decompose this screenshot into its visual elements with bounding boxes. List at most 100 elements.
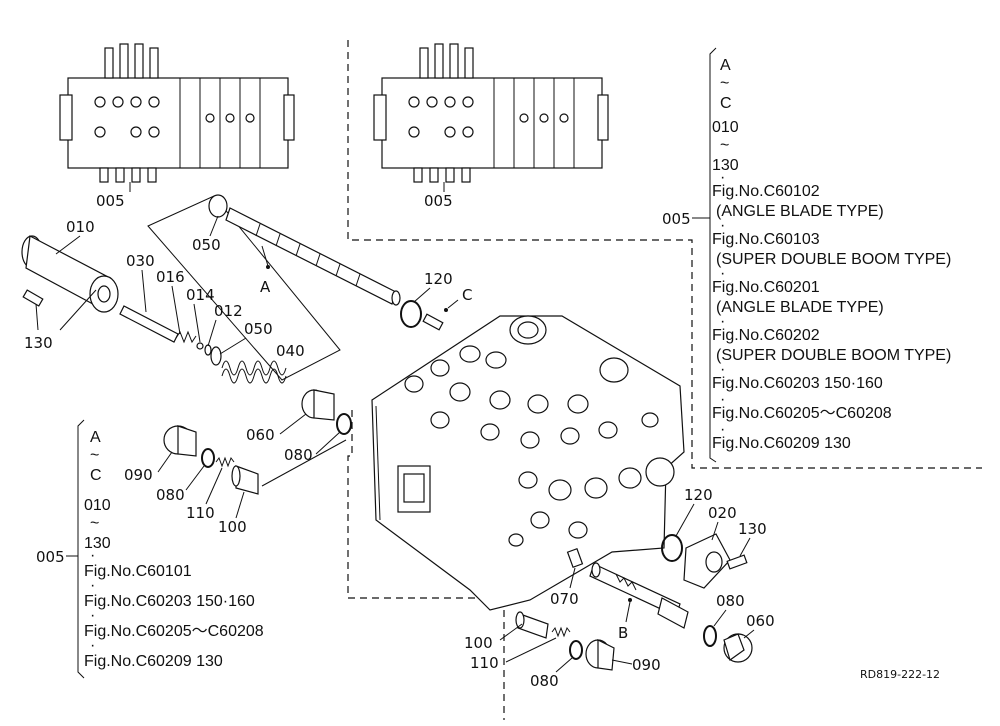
svg-text:Fig.No.C60205～C60208: Fig.No.C60205～C60208: [84, 623, 264, 640]
ball-014: [196, 342, 204, 350]
svg-text:(SUPER DOUBLE BOOM TYPE): (SUPER DOUBLE BOOM TYPE): [716, 251, 951, 268]
callout-040: 040: [276, 342, 305, 360]
svg-text:130: 130: [84, 535, 111, 552]
callout-070: 070: [550, 590, 579, 608]
svg-text:~: ~: [90, 515, 99, 532]
svg-text:·: ·: [90, 637, 95, 654]
o-ring-120-right: [661, 534, 683, 562]
callout-100-left: 100: [218, 518, 247, 536]
svg-text:·: ·: [720, 169, 725, 186]
callout-060-right: 060: [746, 612, 775, 630]
svg-text:·: ·: [90, 607, 95, 624]
callout-080-bottom: 080: [530, 672, 559, 690]
callout-005-right: 005: [424, 192, 453, 210]
plug-060-left: [301, 389, 335, 421]
callout-110-right: 110: [470, 654, 499, 672]
marker-c: C: [462, 286, 472, 304]
svg-text:Fig.No.C60101: Fig.No.C60101: [84, 563, 192, 580]
svg-text:·: ·: [90, 577, 95, 594]
spool-assembly-b: [589, 562, 689, 629]
svg-text:~: ~: [720, 137, 729, 154]
callout-050-bottom: 050: [244, 320, 273, 338]
spring-016: [175, 330, 197, 344]
washer-012: [204, 344, 212, 356]
svg-text:Fig.No.C60203 150·160: Fig.No.C60203 150·160: [712, 375, 883, 392]
callout-080-left: 080: [284, 446, 313, 464]
left-block-lines: A ~ C 010 ~ 130 · Fig.No.C60101 · Fig.No…: [84, 429, 264, 670]
o-ring-080-mid: [201, 448, 215, 468]
spring-040: [221, 360, 287, 384]
spring-110-right: [551, 626, 571, 638]
callout-005-left: 005: [96, 192, 125, 210]
callout-120-top: 120: [424, 270, 453, 288]
callout-080-mid: 080: [156, 486, 185, 504]
callout-020: 020: [708, 504, 737, 522]
callout-130-right: 130: [738, 520, 767, 538]
svg-text:~: ~: [720, 75, 729, 92]
svg-text:010: 010: [712, 119, 739, 136]
control-valve-body: [371, 315, 685, 611]
callout-014: 014: [186, 286, 215, 304]
callout-010: 010: [66, 218, 95, 236]
svg-text:Fig.No.C60202: Fig.No.C60202: [712, 327, 820, 344]
drawing-code: RD819-222-12: [860, 668, 940, 681]
svg-text:Fig.No.C60102: Fig.No.C60102: [712, 183, 820, 200]
callout-100-right: 100: [464, 634, 493, 652]
spring-110-left: [215, 456, 235, 468]
right-block-bracket: [709, 47, 717, 463]
callout-130-left: 130: [24, 334, 53, 352]
cap-010: [21, 235, 119, 313]
callout-012: 012: [214, 302, 243, 320]
o-ring-080-bottom: [569, 640, 583, 660]
svg-text:~: ~: [90, 447, 99, 464]
svg-text:·: ·: [720, 217, 725, 234]
left-block-bracket: [77, 419, 85, 679]
svg-text:(ANGLE BLADE TYPE): (ANGLE BLADE TYPE): [716, 299, 884, 316]
svg-text:·: ·: [720, 265, 725, 282]
svg-text:Fig.No.C60203 150·160: Fig.No.C60203 150·160: [84, 593, 255, 610]
right-block-ref: 005: [662, 210, 691, 228]
svg-text:Fig.No.C60209 130: Fig.No.C60209 130: [712, 435, 851, 452]
o-ring-120-top: [400, 300, 422, 328]
bolt-130-right: [726, 554, 748, 570]
svg-text:·: ·: [720, 391, 725, 408]
callout-050-top: 050: [192, 236, 221, 254]
svg-text:·: ·: [720, 361, 725, 378]
dashed-panel-border-left: [347, 410, 505, 720]
pin-070: [566, 548, 584, 568]
svg-text:Fig.No.C60201: Fig.No.C60201: [712, 279, 820, 296]
callout-060-left: 060: [246, 426, 275, 444]
o-ring-080-right: [703, 625, 717, 647]
callout-090-left: 090: [124, 466, 153, 484]
plug-090-right: [585, 639, 615, 671]
cover-020: [683, 533, 731, 589]
svg-text:130: 130: [712, 157, 739, 174]
valve-assembly-thumbnail-left: [59, 43, 295, 192]
svg-text:Fig.No.C60103: Fig.No.C60103: [712, 231, 820, 248]
valve-assembly-thumbnail-right: [373, 43, 609, 192]
callout-120-right: 120: [684, 486, 713, 504]
svg-text:010: 010: [84, 497, 111, 514]
bolt-130-left: [22, 289, 44, 307]
callout-030: 030: [126, 252, 155, 270]
callout-090-right: 090: [632, 656, 661, 674]
callout-110-left: 110: [186, 504, 215, 522]
right-block-lines: A ~ C 010 ~ 130 · Fig.No.C60102 (ANGLE B…: [712, 57, 951, 452]
svg-text:(ANGLE BLADE TYPE): (ANGLE BLADE TYPE): [716, 203, 884, 220]
svg-text:A: A: [90, 429, 101, 446]
svg-text:Fig.No.C60205～C60208: Fig.No.C60205～C60208: [712, 405, 892, 422]
marker-b: B: [618, 624, 628, 642]
svg-text:·: ·: [90, 547, 95, 564]
svg-text:C: C: [90, 467, 102, 484]
svg-text:·: ·: [720, 313, 725, 330]
plug-090-left: [163, 425, 197, 457]
svg-text:C: C: [720, 95, 732, 112]
plug-060-right: [723, 633, 753, 663]
dashed-panel-border-top-right: [347, 40, 982, 469]
svg-text:A: A: [720, 57, 731, 74]
svg-text:Fig.No.C60209 130: Fig.No.C60209 130: [84, 653, 223, 670]
washer-050: [210, 346, 222, 366]
svg-text:(SUPER DOUBLE BOOM TYPE): (SUPER DOUBLE BOOM TYPE): [716, 347, 951, 364]
svg-text:·: ·: [720, 421, 725, 438]
